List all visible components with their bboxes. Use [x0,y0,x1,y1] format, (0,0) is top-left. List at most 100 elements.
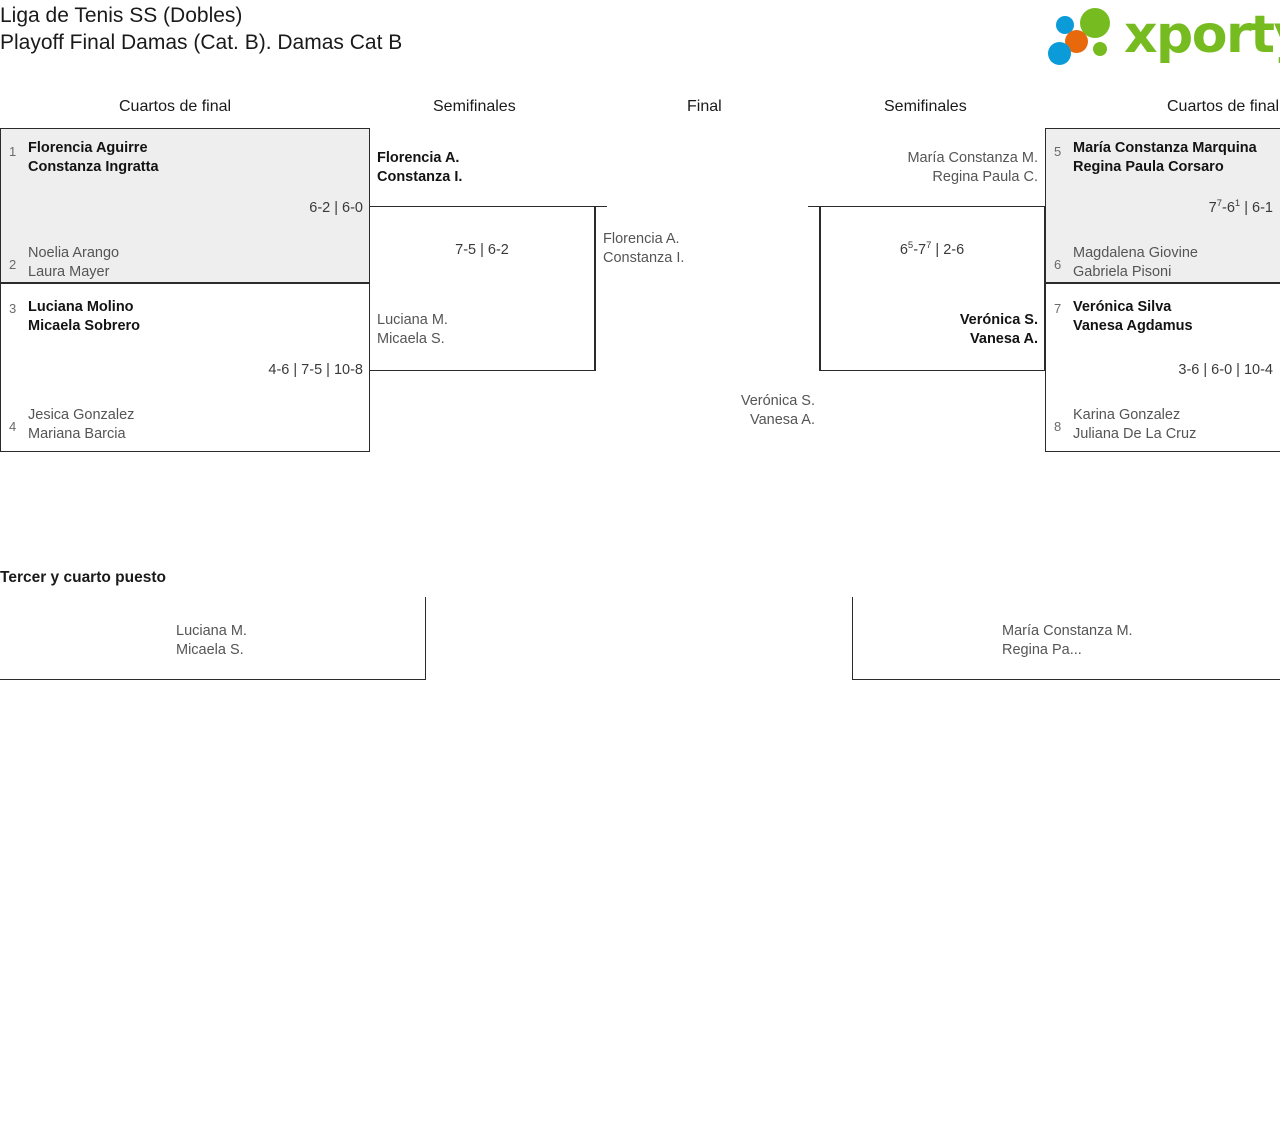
score-tiebreak-b: 1 [1234,198,1241,210]
score-tiebreak-a: 5 [907,240,914,252]
team-player-2: Regina Pa... [1002,641,1082,658]
round-header-sf-left: Semifinales [433,98,516,115]
team-top[interactable]: María Constanza Marquina Regina Paula Co… [1073,139,1257,176]
score-games-b: -7 [913,242,927,258]
tournament-name: Liga de Tenis SS (Dobles) [0,4,243,27]
sf-left-score: 7-5 | 6-2 [455,242,509,258]
third-place-team-left[interactable]: Luciana M. Micaela S. [176,622,247,659]
team-player-1: Verónica S. [740,393,815,409]
seed-number: 6 [1054,257,1062,272]
logo-dot-orange [1065,30,1088,53]
team-player-2: Vanesa A. [970,330,1038,347]
team-player-2: Constanza I. [377,168,463,185]
seed-number: 5 [1054,144,1062,159]
logo-wordmark: xporty [1124,5,1280,65]
team-player-1: Florencia Aguirre [28,140,148,156]
team-player-1: Luciana M. [176,623,247,639]
xporty-logo[interactable]: xporty [1042,4,1280,68]
final-team-left[interactable]: Florencia A. Constanza I. [603,230,684,267]
sf-left-team-top[interactable]: Florencia A. Constanza I. [377,149,462,186]
team-player-2: Constanza Ingratta [28,158,159,175]
team-top[interactable]: Florencia Aguirre Constanza Ingratta [28,139,159,176]
match-qf-right-1[interactable]: 5 María Constanza Marquina Regina Paula … [1045,128,1280,283]
team-player-1: María Constanza M. [907,150,1038,166]
team-player-2: Constanza I. [603,249,685,266]
match-qf-left-1[interactable]: 1 Florencia Aguirre Constanza Ingratta 6… [0,128,370,283]
team-player-1: Karina Gonzalez [1073,407,1181,423]
match-third-place-right[interactable]: María Constanza M. Regina Pa... [852,597,1280,680]
team-player-1: Jesica Gonzalez [28,407,135,423]
score-games-a: 7 [1208,200,1217,216]
team-player-1: Verónica Silva [1073,299,1172,315]
page-title: Liga de Tenis SS (Dobles) Playoff Final … [0,2,1000,56]
final-connector-left [595,206,596,371]
final-team-right[interactable]: Verónica S. Vanesa A. [595,392,815,429]
logo-dot-blue-small [1056,16,1074,34]
team-player-1: María Constanza M. [1002,623,1133,639]
team-top[interactable]: Luciana Molino Micaela Sobrero [28,298,140,335]
team-top[interactable]: Verónica Silva Vanesa Agdamus [1073,298,1193,335]
logo-dot-blue-large [1048,42,1071,65]
round-header-qf-right: Cuartos de final [1167,98,1280,115]
team-bottom[interactable]: Noelia Arango Laura Mayer [28,244,119,281]
team-player-2: Vanesa A. [749,411,815,428]
score-games-b: -6 [1222,200,1235,216]
seed-number: 7 [1054,301,1062,316]
team-player-2: Regina Paula C. [932,168,1038,185]
round-header-qf-left: Cuartos de final [119,98,232,115]
final-stub-left-top [595,206,607,207]
match-score: 77-61 | 6-1 [1073,199,1273,218]
team-bottom[interactable]: Magdalena Giovine Gabriela Pisoni [1073,244,1198,281]
tournament-phase: Playoff Final Damas (Cat. B). Damas Cat … [0,31,403,54]
team-player-1: Magdalena Giovine [1073,245,1198,261]
seed-number: 2 [9,257,17,272]
match-score: 4-6 | 7-5 | 10-8 [268,362,363,378]
match-sf-right[interactable] [819,206,1045,371]
team-bottom[interactable]: Karina Gonzalez Juliana De La Cruz [1073,406,1196,443]
round-header-sf-right: Semifinales [884,98,967,115]
third-place-team-right[interactable]: María Constanza M. Regina Pa... [1002,622,1133,659]
team-player-1: Luciana Molino [28,299,134,315]
team-player-1: Florencia A. [377,150,460,166]
match-score: 6-2 | 6-0 [309,200,363,216]
score-games-a: 6 [899,242,908,258]
sf-left-team-bottom[interactable]: Luciana M. Micaela S. [377,311,448,348]
seed-number: 3 [9,301,17,316]
match-qf-right-2[interactable]: 7 Verónica Silva Vanesa Agdamus 3-6 | 6-… [1045,283,1280,452]
sf-right-team-top[interactable]: María Constanza M. Regina Paula C. [827,149,1038,186]
team-player-1: María Constanza Marquina [1073,140,1257,156]
final-stub-left-bottom [585,370,596,371]
final-stub-right-top [808,206,821,207]
final-connector-right [820,206,821,371]
score-tiebreak-b: 7 [926,240,932,252]
round-header-final: Final [687,98,722,115]
team-player-1: Luciana M. [377,312,448,328]
match-third-place-left[interactable]: Luciana M. Micaela S. [0,597,426,680]
match-qf-left-2[interactable]: 3 Luciana Molino Micaela Sobrero 4-6 | 7… [0,283,370,452]
match-score: 3-6 | 6-0 | 10-4 [1178,362,1273,378]
team-player-2: Vanesa Agdamus [1073,317,1193,334]
team-player-2: Micaela Sobrero [28,317,141,334]
sf-right-team-bottom[interactable]: Verónica S. Vanesa A. [827,311,1038,348]
team-player-2: Juliana De La Cruz [1073,425,1197,442]
sf-right-score: 65-77 | 2-6 [827,241,1037,260]
team-player-2: Micaela S. [377,330,445,347]
score-rest: | 6-1 [1240,200,1273,216]
team-player-2: Mariana Barcia [28,425,126,442]
score-rest: | 2-6 [931,242,965,258]
team-player-1: Noelia Arango [28,245,120,261]
team-player-2: Micaela S. [176,641,244,658]
team-player-2: Regina Paula Corsaro [1073,158,1224,175]
score-tiebreak-a: 7 [1216,198,1223,210]
match-sf-left[interactable] [369,206,595,371]
logo-dot-green-small [1093,42,1107,56]
third-place-title: Tercer y cuarto puesto [0,569,166,586]
seed-number: 8 [1054,419,1062,434]
team-player-1: Verónica S. [959,312,1038,328]
team-player-2: Gabriela Pisoni [1073,263,1172,280]
seed-number: 1 [9,144,17,159]
team-bottom[interactable]: Jesica Gonzalez Mariana Barcia [28,406,134,443]
team-player-1: Florencia A. [603,231,680,247]
seed-number: 4 [9,419,17,434]
team-player-2: Laura Mayer [28,263,110,280]
